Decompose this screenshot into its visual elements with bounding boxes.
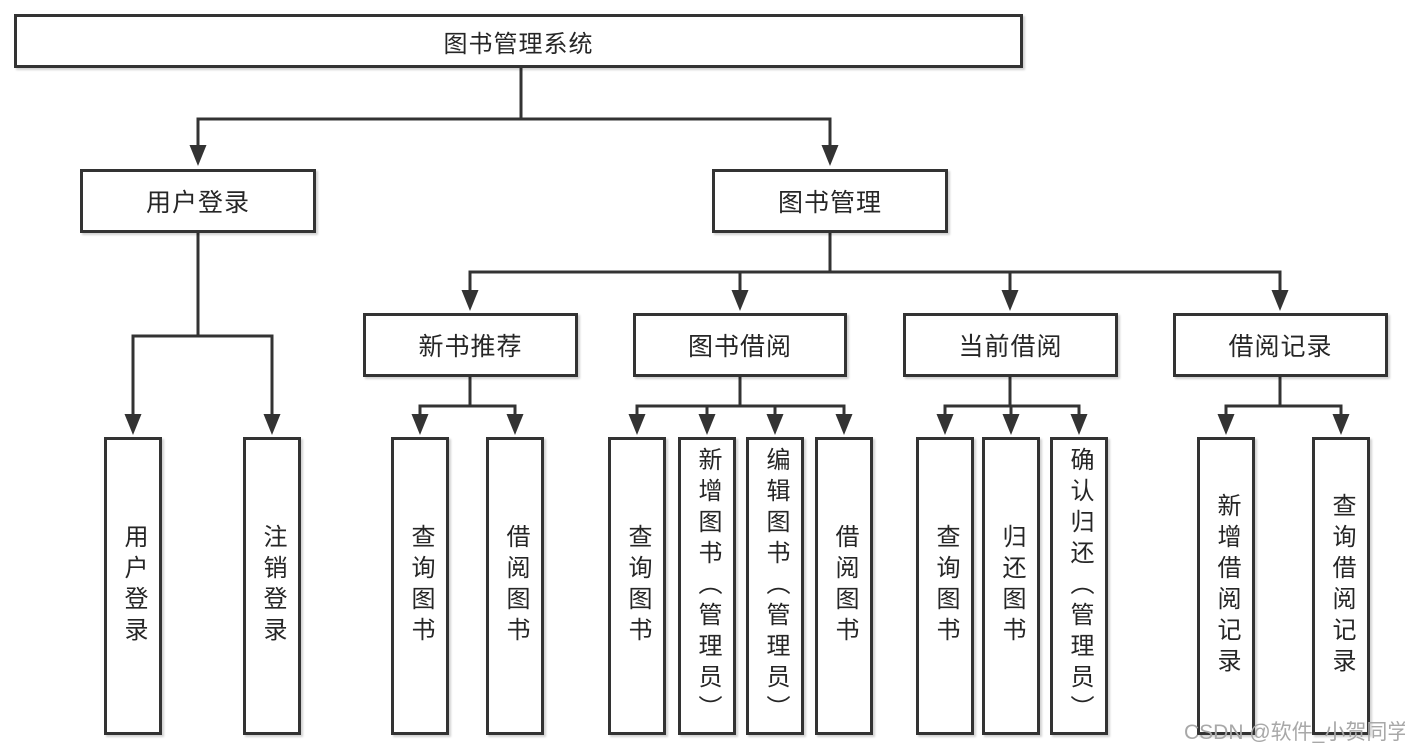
node-book-management: 图书管理 [712,169,948,233]
csdn-watermark: CSDN @软件_小贺同学 [1184,721,1405,744]
node-current-borrow-label: 当前借阅 [958,333,1063,361]
leaf-user-login: 用户登录 [104,437,162,735]
leaf-confirm-return-admin: 确认归还（管理员） [1050,437,1108,735]
node-book-borrow-label: 图书借阅 [687,333,792,361]
node-new-book-recommend-label: 新书推荐 [418,333,523,361]
leaf-query-borrow-record: 查询借阅记录 [1312,437,1370,735]
leaf-borrow-book: 借阅图书 [815,437,873,735]
leaf-borrow-query-book-label: 查询图书 [624,524,651,648]
leaf-logout-label: 注销登录 [259,524,286,648]
leaf-current-query-book: 查询图书 [916,437,974,735]
leaf-add-book-admin: 新增图书（管理员） [678,437,736,735]
leaf-add-book-admin-label: 新增图书（管理员） [694,446,721,726]
leaf-add-borrow-record-label: 新增借阅记录 [1213,493,1240,679]
leaf-current-query-book-label: 查询图书 [932,524,959,648]
leaf-logout: 注销登录 [243,437,301,735]
leaf-recommend-borrow-book: 借阅图书 [486,437,544,735]
node-new-book-recommend: 新书推荐 [363,313,578,377]
node-root: 图书管理系统 [14,14,1023,68]
node-user-login: 用户登录 [80,169,316,233]
arrowheads [124,145,1350,435]
node-book-management-label: 图书管理 [777,189,882,217]
leaf-borrow-query-book: 查询图书 [608,437,666,735]
leaf-return-book: 归还图书 [982,437,1040,735]
leaf-query-borrow-record-label: 查询借阅记录 [1328,493,1355,679]
leaf-confirm-return-admin-label: 确认归还（管理员） [1066,446,1093,726]
node-borrow-records-label: 借阅记录 [1228,333,1333,361]
node-current-borrow: 当前借阅 [903,313,1118,377]
node-borrow-records: 借阅记录 [1173,313,1388,377]
leaf-edit-book-admin-label: 编辑图书（管理员） [762,446,789,726]
leaf-return-book-label: 归还图书 [998,524,1025,648]
node-root-label: 图书管理系统 [443,30,594,58]
leaf-edit-book-admin: 编辑图书（管理员） [746,437,804,735]
leaf-recommend-query-book: 查询图书 [391,437,449,735]
leaf-recommend-borrow-book-label: 借阅图书 [502,524,529,648]
leaf-user-login-label: 用户登录 [120,524,147,648]
leaf-recommend-query-book-label: 查询图书 [407,524,434,648]
node-user-login-label: 用户登录 [145,189,250,217]
node-book-borrow: 图书借阅 [633,313,847,377]
leaf-add-borrow-record: 新增借阅记录 [1197,437,1255,735]
leaf-borrow-book-label: 借阅图书 [831,524,858,648]
